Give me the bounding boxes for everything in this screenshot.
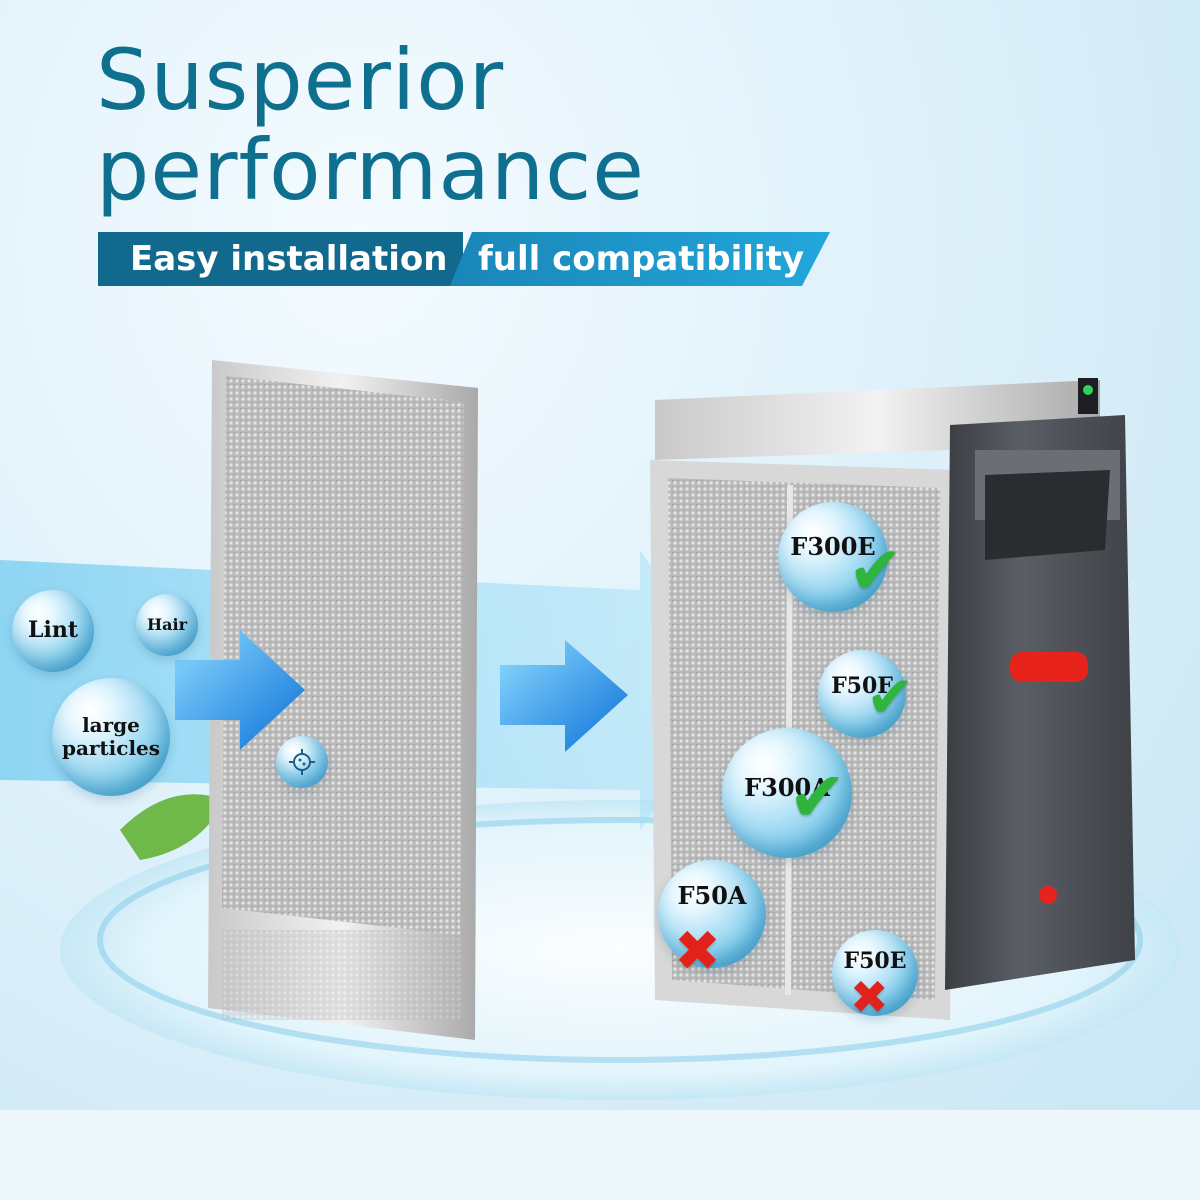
model-bubble-f300e: F300E [778, 502, 888, 612]
headline-line-2: performance [96, 121, 645, 219]
model-label: F50A [677, 881, 747, 911]
particle-label: large particles [61, 713, 161, 760]
model-label: F300A [744, 773, 830, 803]
model-bubble-f50a: F50A [658, 860, 766, 968]
model-label: F50F [831, 673, 893, 700]
model-bubble-f50e: F50E [832, 930, 918, 1016]
cross-icon: ✖ [850, 970, 889, 1024]
germ-bubble [276, 736, 328, 788]
banner-full-compatibility: full compatibility [450, 232, 830, 286]
particle-bubble-large-particles: large particles [52, 678, 170, 796]
mesh-filter-panel [208, 360, 478, 1040]
model-label: F50E [843, 948, 907, 975]
check-icon: ✔ [866, 663, 915, 731]
particle-label: Lint [28, 617, 78, 644]
model-bubble-f50f: F50F [818, 650, 906, 738]
banner-left-text: Easy installation [130, 239, 448, 279]
check-icon: ✔ [848, 532, 904, 609]
arrow-right-icon [500, 640, 628, 752]
particle-label: Hair [147, 614, 187, 634]
cross-icon: ✖ [674, 919, 721, 984]
check-icon: ✔ [788, 756, 847, 838]
model-bubble-f300a: F300A [722, 728, 852, 858]
leaf [120, 794, 225, 860]
particle-bubble-lint: Lint [12, 590, 94, 672]
particle-bubble-hair: Hair [136, 594, 198, 656]
germ-icon [289, 749, 315, 775]
banner-easy-installation: Easy installation [98, 232, 463, 286]
banner-right-text: full compatibility [478, 239, 804, 279]
arrow-right-icon [175, 630, 305, 750]
model-label: F300E [790, 532, 876, 562]
power-button [1039, 886, 1057, 904]
headline-line-1: Susperior [96, 31, 505, 129]
status-indicator [1010, 652, 1088, 682]
